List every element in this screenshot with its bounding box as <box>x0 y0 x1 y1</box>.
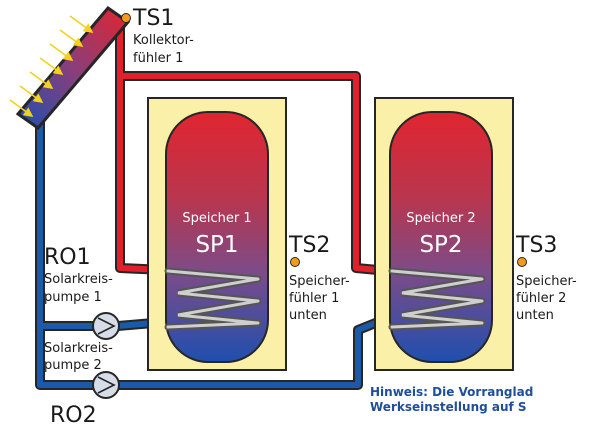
sun-rays-icon <box>9 15 94 117</box>
sensor-ts2-desc-line1: Speicher- <box>289 274 350 289</box>
cold-pipes <box>35 113 383 390</box>
pump-ro2-desc-line1: Solarkreis- <box>44 341 113 356</box>
sensor-ts1-desc-line2: fühler 1 <box>133 51 183 66</box>
sensor-ts2-desc-line2: fühler 1 <box>289 291 339 306</box>
sensor-ts3-desc-line2: fühler 2 <box>516 291 566 306</box>
pump-ro2-desc-line2: pumpe 2 <box>44 358 102 373</box>
heat-exchanger-coil-1 <box>164 267 262 331</box>
sensor-ts1-code: TS1 <box>132 6 174 31</box>
tank-sp2-code: SP2 <box>419 232 462 258</box>
sensor-ts1-desc-line1: Kollektor- <box>133 33 194 48</box>
sensor-ts1-icon <box>121 13 131 23</box>
sensor-ts3-code: TS3 <box>515 233 557 258</box>
note-line1: Hinweis: Die Vorranglad <box>370 385 533 399</box>
note-line2: Werkseinstellung auf S <box>370 400 527 414</box>
sensor-ts3-desc-line3: unten <box>516 308 554 323</box>
heat-exchanger-coil-2 <box>388 267 486 331</box>
tank-sp2 <box>374 97 514 371</box>
solar-collector <box>15 5 131 131</box>
sensor-ts3-desc-line1: Speicher- <box>516 274 577 289</box>
pump-ro2-icon <box>92 371 120 399</box>
pump-ro1-desc-line2: pumpe 1 <box>44 290 102 305</box>
sensor-ts2-icon <box>290 257 300 267</box>
tank-sp1-name: Speicher 1 <box>182 211 251 226</box>
pump-ro1-desc-line1: Solarkreis- <box>44 272 113 287</box>
pump-ro1-code: RO1 <box>44 245 91 270</box>
sensor-ts3-icon <box>517 257 527 267</box>
sensor-ts2-desc-line3: unten <box>289 308 327 323</box>
tank-sp2-name: Speicher 2 <box>406 211 475 226</box>
pump-ro1-icon <box>92 312 120 340</box>
tank-sp1 <box>147 97 287 371</box>
pump-ro2-code: RO2 <box>50 403 97 428</box>
sensor-ts2-code: TS2 <box>288 233 330 258</box>
tank-sp1-code: SP1 <box>195 232 238 258</box>
